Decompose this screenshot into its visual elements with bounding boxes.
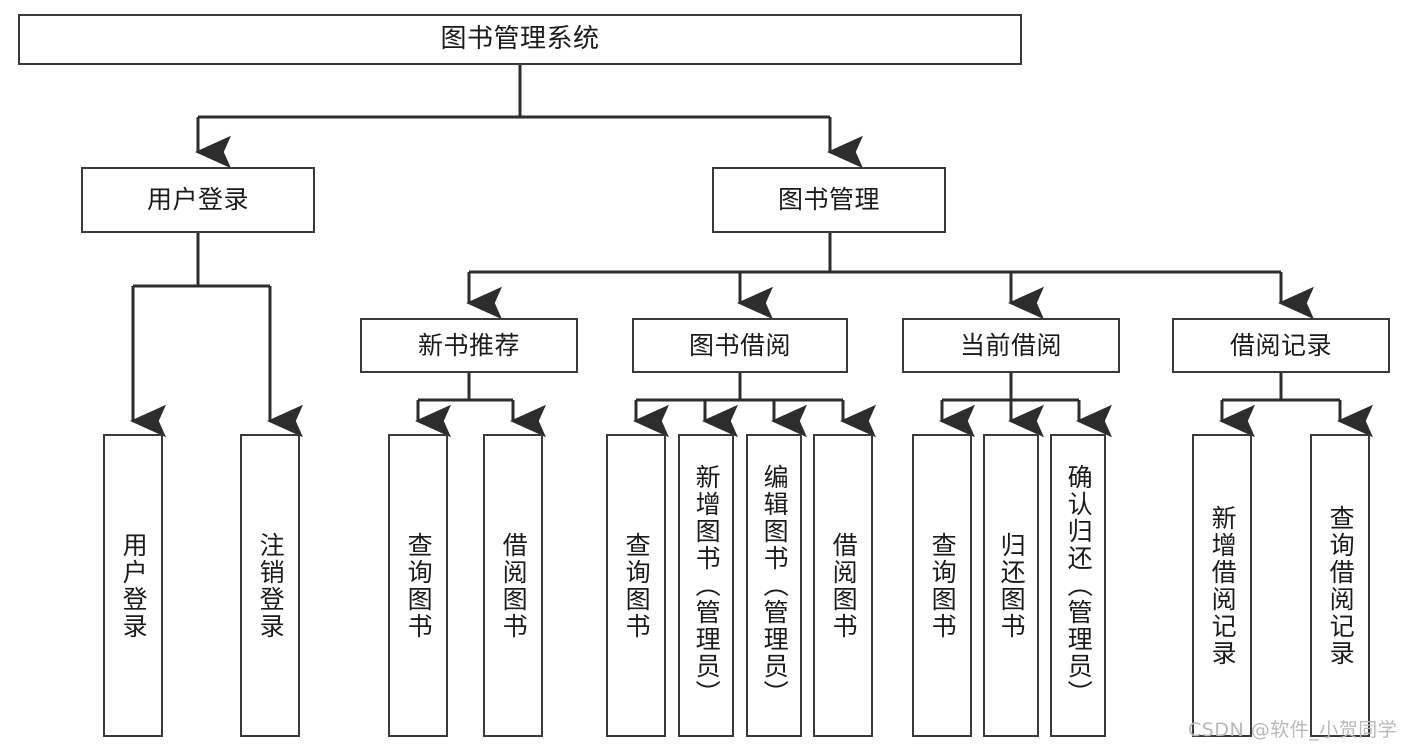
node-leaf-query-borrow-record[interactable]: 查询借阅记录 (1310, 434, 1370, 737)
node-label: 查询图书 (928, 531, 958, 640)
node-leaf-add-borrow-record[interactable]: 新增借阅记录 (1192, 434, 1252, 737)
node-label: 归还图书 (997, 531, 1027, 640)
node-label: 新增图书（管理员） (692, 464, 722, 707)
node-label: 借阅记录 (1229, 330, 1332, 360)
node-leaf-edit-book-admin[interactable]: 编辑图书（管理员） (746, 434, 802, 737)
node-leaf-confirm-return-admin[interactable]: 确认归还（管理员） (1050, 434, 1106, 737)
node-leaf-query-book-current[interactable]: 查询图书 (912, 434, 972, 737)
node-root-book-management-system[interactable]: 图书管理系统 (18, 14, 1022, 65)
node-label: 注销登录 (256, 531, 286, 640)
node-leaf-borrow-book-recommend[interactable]: 借阅图书 (483, 434, 543, 737)
node-label: 新书推荐 (417, 330, 520, 360)
node-book-borrow[interactable]: 图书借阅 (632, 318, 848, 373)
node-user-login[interactable]: 用户登录 (81, 167, 315, 233)
csdn-watermark: CSDN @软件_小贺同学 (1188, 719, 1398, 741)
node-borrow-record[interactable]: 借阅记录 (1172, 318, 1390, 373)
node-new-book-recommend[interactable]: 新书推荐 (360, 318, 578, 373)
node-label: 编辑图书（管理员） (760, 464, 790, 707)
node-label: 图书管理 (777, 185, 880, 215)
node-label: 图书借阅 (688, 330, 791, 360)
node-book-management[interactable]: 图书管理 (712, 167, 946, 233)
node-label: 用户登录 (146, 185, 249, 215)
node-current-borrow[interactable]: 当前借阅 (902, 318, 1120, 373)
node-leaf-user-login[interactable]: 用户登录 (103, 434, 163, 737)
node-label: 新增借阅记录 (1208, 504, 1238, 667)
node-label: 借阅图书 (829, 531, 859, 640)
node-leaf-borrow-book[interactable]: 借阅图书 (813, 434, 873, 737)
node-label: 查询图书 (622, 531, 652, 640)
node-label: 确认归还（管理员） (1064, 464, 1094, 707)
node-label: 借阅图书 (499, 531, 529, 640)
node-leaf-return-book[interactable]: 归还图书 (983, 434, 1039, 737)
node-label: 当前借阅 (959, 330, 1062, 360)
node-leaf-add-book-admin[interactable]: 新增图书（管理员） (678, 434, 734, 737)
node-label: 查询图书 (404, 531, 434, 640)
node-label: 查询借阅记录 (1326, 504, 1356, 667)
node-leaf-query-book-borrow[interactable]: 查询图书 (606, 434, 666, 737)
node-leaf-query-book-recommend[interactable]: 查询图书 (388, 434, 448, 737)
node-label: 图书管理系统 (440, 24, 600, 55)
node-leaf-logout-login[interactable]: 注销登录 (240, 434, 300, 737)
node-label: 用户登录 (119, 531, 149, 640)
